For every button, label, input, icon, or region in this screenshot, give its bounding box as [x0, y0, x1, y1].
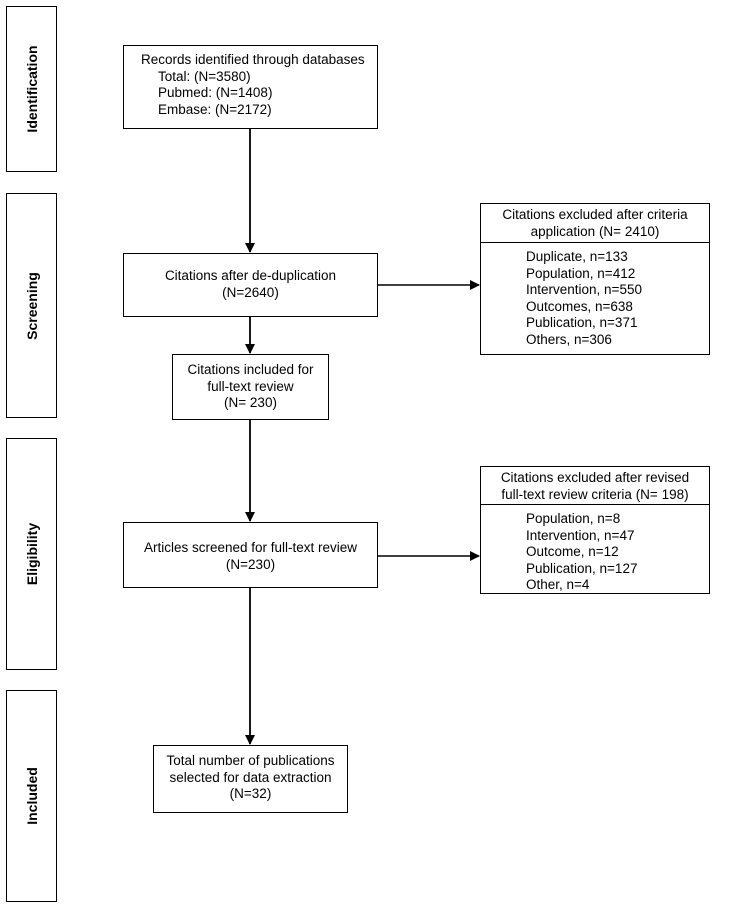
excluded-revised-header-line2: full-text review criteria (N= 198)	[501, 486, 689, 502]
excluded-criteria-list: Duplicate, n=133 Population, n=412 Inter…	[526, 249, 642, 348]
list-item: Population, n=412	[526, 265, 636, 281]
list-item: Publication, n=127	[526, 560, 638, 576]
phase-included: Included	[6, 690, 57, 902]
dedup-count: (N=2640)	[222, 284, 279, 300]
excluded-criteria-header: Citations excluded after criteria applic…	[481, 204, 709, 240]
excluded-revised-box: Citations excluded after revised full-te…	[480, 466, 710, 594]
records-embase: Embase: (N=2172)	[158, 101, 272, 117]
fulltext-included-box: Citations included for full-text review …	[172, 354, 329, 420]
list-item: Outcomes, n=638	[526, 298, 633, 314]
phase-eligibility: Eligibility	[6, 438, 57, 670]
fulltext-included-count: (N= 230)	[224, 395, 277, 410]
list-item: Duplicate, n=133	[526, 249, 628, 264]
final-line2: selected for data extraction	[169, 769, 332, 785]
fulltext-included-line1: Citations included for	[187, 362, 314, 377]
excluded-revised-header-line1: Citations excluded after revised	[500, 470, 690, 485]
list-item: Intervention, n=47	[526, 527, 635, 543]
records-title: Records identified through databases	[141, 52, 365, 67]
excluded-revised-header: Citations excluded after revised full-te…	[481, 467, 709, 503]
excluded-criteria-divider	[481, 242, 709, 243]
final-included-box: Total number of publications selected fo…	[153, 745, 348, 813]
list-item: Publication, n=371	[526, 315, 638, 330]
list-item: Population, n=8	[526, 511, 621, 526]
list-item: Others, n=306	[526, 331, 612, 347]
phase-screening: Screening	[6, 193, 57, 418]
list-item: Intervention, n=550	[526, 282, 642, 297]
dedup-line1: Citations after de-duplication	[164, 268, 337, 283]
records-identified-box: Records identified through databases Tot…	[123, 45, 378, 129]
dedup-box: Citations after de-duplication (N=2640)	[123, 253, 378, 317]
list-item: Other, n=4	[526, 577, 590, 592]
excluded-criteria-box: Citations excluded after criteria applic…	[480, 203, 710, 355]
fulltext-screened-line1: Articles screened for full-text review	[143, 540, 358, 555]
records-total: Total: (N=3580)	[158, 68, 251, 84]
excluded-criteria-header-line1: Citations excluded after criteria	[502, 207, 688, 222]
excluded-criteria-header-line2: application (N= 2410)	[530, 223, 660, 239]
phase-identification: Identification	[6, 6, 57, 172]
fulltext-screened-count: (N=230)	[225, 556, 276, 572]
excluded-revised-list: Population, n=8 Intervention, n=47 Outco…	[526, 511, 637, 594]
list-item: Outcome, n=12	[526, 544, 619, 559]
records-pubmed: Pubmed: (N=1408)	[158, 85, 273, 100]
final-line1: Total number of publications	[166, 753, 335, 768]
excluded-revised-divider	[481, 504, 709, 505]
fulltext-screened-box: Articles screened for full-text review (…	[123, 522, 378, 588]
final-count: (N=32)	[229, 786, 272, 801]
fulltext-included-line2: full-text review	[207, 378, 294, 394]
